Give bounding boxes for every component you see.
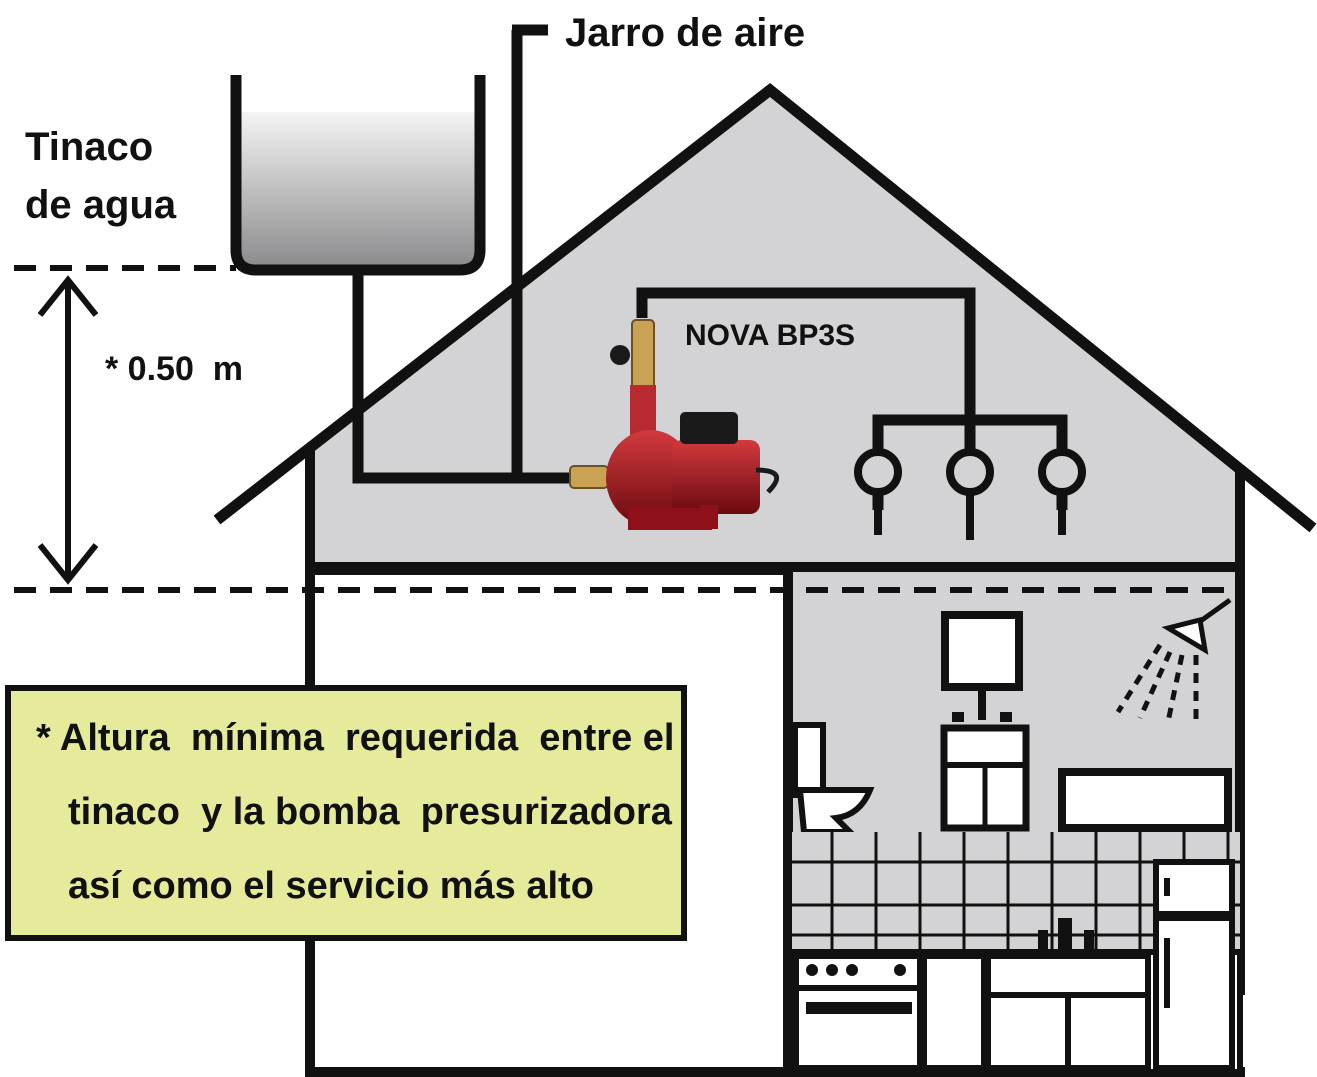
- height-label: * 0.50 m: [105, 350, 243, 388]
- attic-area: [315, 90, 1240, 567]
- kitchen-cabinets: [921, 953, 1151, 1071]
- tank-label-line2: de agua: [25, 183, 177, 227]
- outlet-fixtures: [854, 448, 1086, 540]
- stove-icon: [793, 953, 923, 1071]
- tank-label-line1: Tinaco: [25, 125, 153, 169]
- roof-line: [213, 82, 1317, 533]
- pipes: [352, 24, 1068, 510]
- height-arrow: [37, 275, 99, 585]
- pump-icon: [569, 319, 780, 530]
- bathtub-icon: [1058, 768, 1232, 832]
- bathroom-vanity: [940, 611, 1030, 832]
- air-vent-label: Jarro de aire: [565, 11, 805, 55]
- shower-icon: [1115, 597, 1232, 723]
- note-line-3: así como el servicio más alto: [68, 865, 594, 907]
- note-line-2: tinaco y la bomba presurizadora: [68, 791, 673, 833]
- water-tank: [230, 75, 486, 276]
- note-box: [5, 685, 687, 941]
- note-line-1: * Altura mínima requerida entre el: [36, 717, 674, 759]
- pump-model-label: NOVA BP3S: [685, 319, 855, 352]
- faucet-icon: [1038, 918, 1094, 952]
- reference-dashed-lines: [14, 265, 1240, 593]
- fridge-icon: [1153, 859, 1235, 1071]
- toilet-icon: [792, 722, 875, 835]
